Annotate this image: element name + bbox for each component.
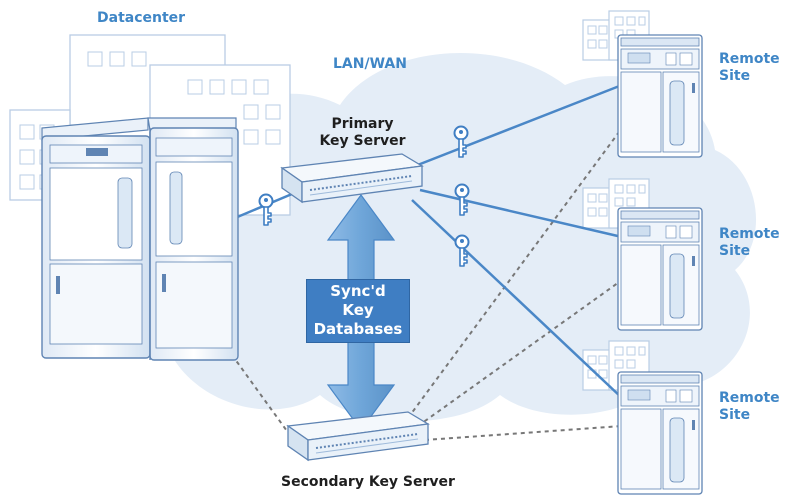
remote-site-1-tape-unit-icon xyxy=(617,34,703,158)
primary-key-server-label-line1: Primary xyxy=(331,116,394,132)
secondary-key-server-icon xyxy=(287,411,429,461)
remote-site-2-label-line2: Site xyxy=(719,243,751,259)
remote-site-2-tape-unit-icon xyxy=(617,207,703,331)
sync-key-databases-box: Sync'd Key Databases xyxy=(306,279,410,343)
remote-site-3-label-line1: Remote xyxy=(719,390,780,406)
lan-wan-label: LAN/WAN xyxy=(333,56,407,72)
remote-site-1-label: Remote Site xyxy=(719,51,780,85)
remote-site-2-label-line1: Remote xyxy=(719,226,780,242)
primary-key-server-label-line2: Key Server xyxy=(319,133,406,149)
remote-site-3-tape-unit-icon xyxy=(617,371,703,495)
remote-site-1-label-line1: Remote xyxy=(719,51,780,67)
primary-key-links xyxy=(234,83,623,399)
sync-label-line3: Databases xyxy=(313,320,403,338)
datacenter-label: Datacenter xyxy=(97,10,186,26)
remote-site-3-label-line2: Site xyxy=(719,407,751,423)
sync-label-line2: Key xyxy=(342,301,374,319)
secondary-backup-links xyxy=(231,127,623,441)
secondary-key-server-label: Secondary Key Server xyxy=(281,474,455,490)
remote-site-2-label: Remote Site xyxy=(719,226,780,260)
primary-key-server-label: Primary Key Server xyxy=(315,116,410,150)
remote-site-1-label-line2: Site xyxy=(719,68,751,84)
datacenter-tape-library-icon xyxy=(41,117,239,361)
remote-site-3-label: Remote Site xyxy=(719,390,780,424)
sync-label-line1: Sync'd xyxy=(330,282,386,300)
